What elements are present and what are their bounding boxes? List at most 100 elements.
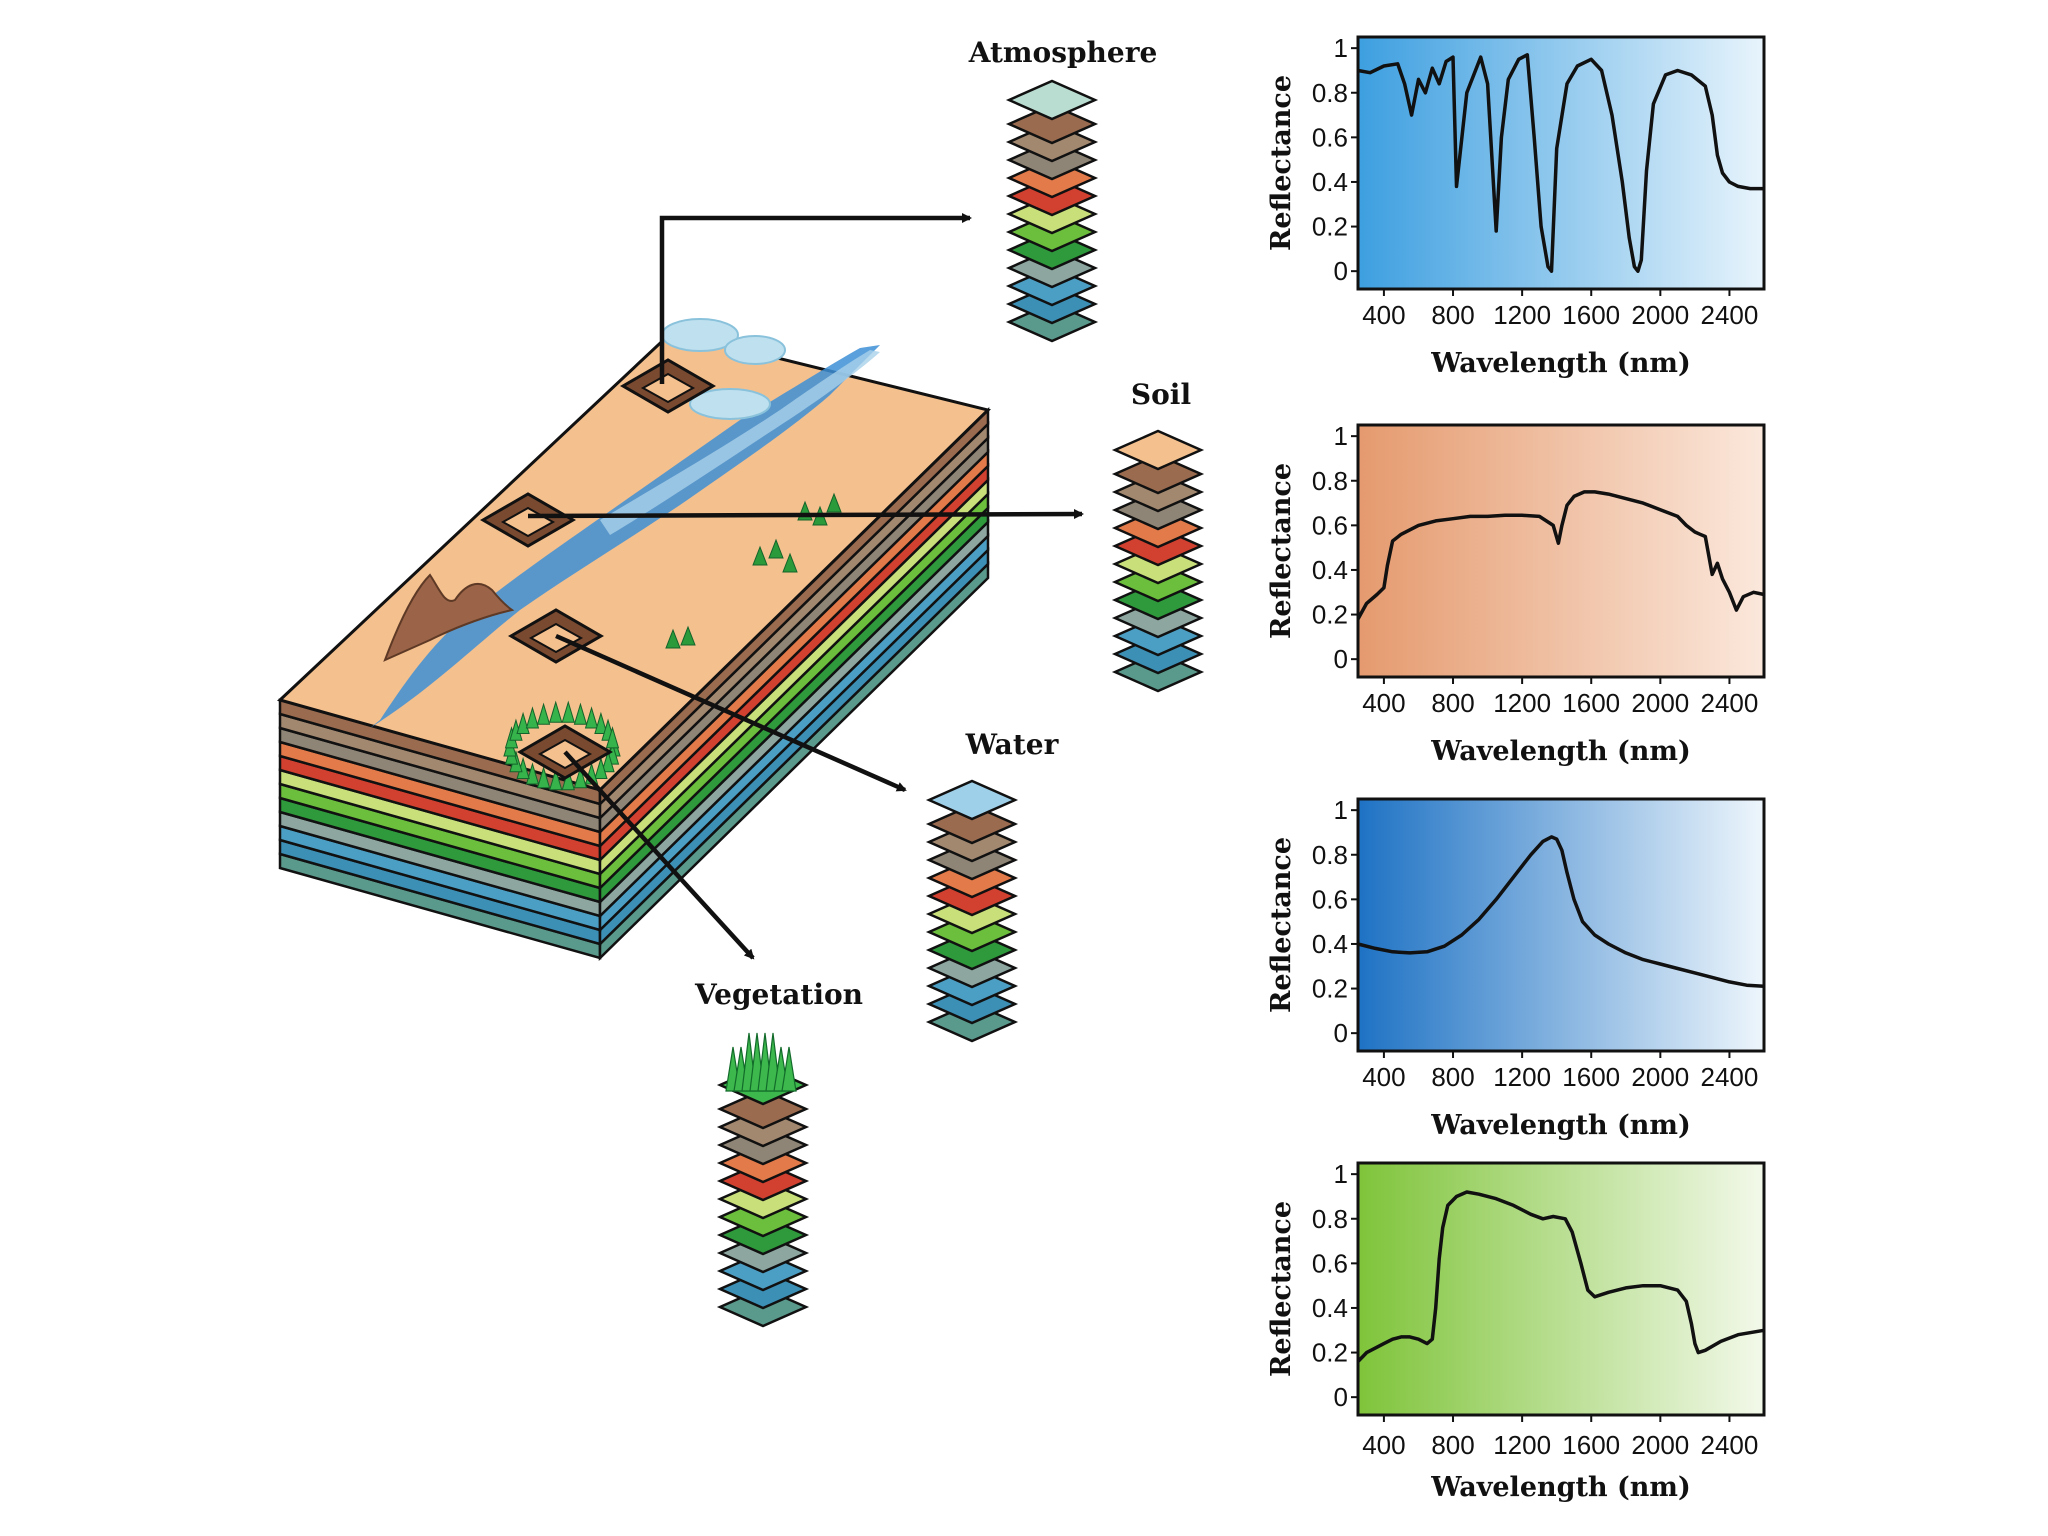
- y-tick-label: 0.2: [1312, 600, 1348, 630]
- y-tick-label: 1: [1334, 795, 1348, 825]
- x-tick-label: 2400: [1701, 688, 1759, 718]
- forest-tree-icon: [549, 700, 563, 723]
- forest-tree-icon: [584, 706, 599, 729]
- atmosphere-arrow: [659, 213, 972, 384]
- stack-top: [1005, 79, 1099, 121]
- vegetation-label: Vegetation: [694, 978, 863, 1011]
- x-tick-label: 2400: [1701, 1430, 1759, 1460]
- x-tick-label: 1600: [1562, 688, 1620, 718]
- x-tick-label: 1600: [1562, 1430, 1620, 1460]
- x-tick-label: 400: [1362, 1430, 1405, 1460]
- x-tick-label: 400: [1362, 1062, 1405, 1092]
- y-tick-label: 0: [1334, 256, 1348, 286]
- x-tick-label: 400: [1362, 688, 1405, 718]
- y-tick-label: 0.8: [1312, 840, 1348, 870]
- x-tick-label: 1200: [1493, 688, 1551, 718]
- y-tick-label: 0: [1334, 1018, 1348, 1048]
- plot-area: [1356, 1161, 1766, 1417]
- x-tick-label: 2000: [1631, 688, 1689, 718]
- y-tick-label: 0.6: [1312, 122, 1348, 152]
- atmosphere-stack: [1005, 79, 1099, 343]
- stack-top: [925, 779, 1019, 821]
- pixel-marker-inner: [640, 372, 696, 404]
- water-arrow: [555, 633, 907, 793]
- x-axis-title: Wavelength (nm): [1430, 736, 1691, 767]
- x-axis-title: Wavelength (nm): [1430, 348, 1691, 379]
- water-label: Water: [965, 728, 1060, 761]
- y-tick-label: 0.2: [1312, 212, 1348, 242]
- forest-tree-icon: [594, 756, 608, 780]
- vegetation-stack: [716, 1032, 810, 1328]
- soil-arrow: [527, 509, 1084, 520]
- atmosphere-reflectance-line: [1357, 53, 1764, 273]
- plot-area: [1356, 35, 1766, 291]
- x-tick-label: 2000: [1631, 300, 1689, 330]
- tree-icon: [826, 492, 842, 513]
- y-tick-label: 0.6: [1312, 884, 1348, 914]
- forest-tree-icon: [594, 711, 608, 734]
- y-tick-label: 1: [1334, 1159, 1348, 1189]
- water-stack: [925, 779, 1019, 1043]
- pixel-stacks: [716, 79, 1205, 1328]
- mountain: [383, 573, 515, 662]
- x-axis-title: Wavelength (nm): [1430, 1110, 1691, 1141]
- y-axis-title: Reflectance: [1266, 1201, 1297, 1377]
- soil-stack: [1111, 429, 1205, 693]
- y-axis-title: Reflectance: [1266, 75, 1297, 251]
- stack-top: [1111, 429, 1205, 471]
- x-tick-label: 1200: [1493, 1430, 1551, 1460]
- forest-tree-icon: [573, 766, 588, 789]
- x-tick-label: 2000: [1631, 1430, 1689, 1460]
- grass-icon: [781, 1046, 797, 1092]
- forest-tree-icon: [561, 768, 575, 791]
- forest-tree-icon: [601, 750, 615, 773]
- soil-label: Soil: [1131, 378, 1191, 411]
- y-tick-label: 0.6: [1312, 1248, 1348, 1278]
- arrows: [527, 213, 1084, 960]
- water-reflectance-line: [1357, 835, 1765, 989]
- y-tick-label: 0.6: [1312, 510, 1348, 540]
- y-tick-label: 1: [1334, 33, 1348, 63]
- y-axis-title: Reflectance: [1266, 463, 1297, 639]
- vegetation-chart: 0 0.2 0.4 0.6 0.8 1 400 800 1200 1600 2000 2400Wave…: [1266, 1159, 1766, 1503]
- y-tick-label: 0.4: [1312, 1293, 1348, 1323]
- y-tick-label: 0.4: [1312, 929, 1348, 959]
- y-tick-label: 0.8: [1312, 78, 1348, 108]
- cube-top-face: [277, 330, 991, 792]
- y-tick-label: 0.4: [1312, 167, 1348, 197]
- tree-icon: [665, 628, 681, 649]
- x-axis-title: Wavelength (nm): [1430, 1472, 1691, 1503]
- soil-reflectance-line: [1356, 490, 1765, 620]
- forest-tree-icon: [536, 766, 551, 789]
- y-tick-label: 0.2: [1312, 974, 1348, 1004]
- x-tick-label: 1600: [1562, 1062, 1620, 1092]
- forest-tree-icon: [536, 702, 551, 725]
- y-tick-label: 0.8: [1312, 1204, 1348, 1234]
- x-tick-label: 1600: [1562, 300, 1620, 330]
- lake: [724, 335, 786, 365]
- y-tick-label: 0: [1334, 644, 1348, 674]
- forest-tree-icon: [605, 726, 620, 749]
- tree-icon: [752, 545, 768, 566]
- atmosphere-label: Atmosphere: [968, 36, 1158, 69]
- y-axis-title: Reflectance: [1266, 837, 1297, 1013]
- forest-tree-icon: [561, 700, 575, 723]
- x-tick-label: 1200: [1493, 1062, 1551, 1092]
- x-tick-label: 800: [1431, 1430, 1474, 1460]
- tree-icon: [680, 625, 696, 646]
- plot-area: [1356, 797, 1766, 1053]
- forest-tree-icon: [525, 706, 540, 729]
- vegetation-reflectance-line: [1356, 1190, 1765, 1363]
- x-tick-label: 400: [1362, 300, 1405, 330]
- y-tick-label: 0.2: [1312, 1338, 1348, 1368]
- y-tick-label: 0: [1334, 1382, 1348, 1412]
- river-shallows: [600, 350, 880, 535]
- x-tick-label: 800: [1431, 300, 1474, 330]
- y-tick-label: 0.4: [1312, 555, 1348, 585]
- tree-icon: [782, 552, 798, 573]
